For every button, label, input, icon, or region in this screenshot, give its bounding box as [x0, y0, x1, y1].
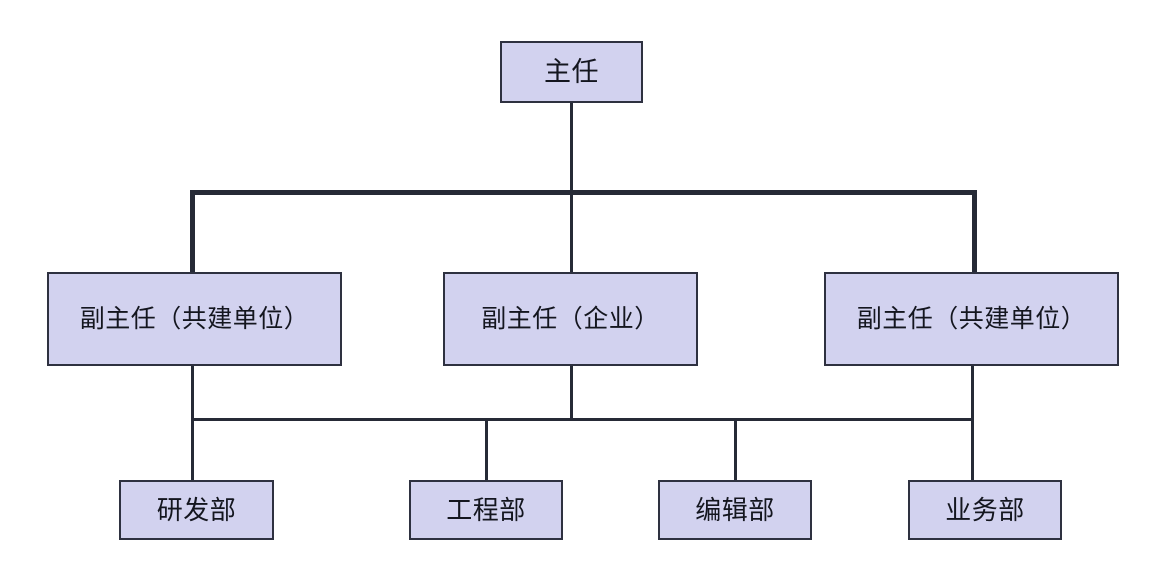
connector-level3-bus — [191, 418, 974, 421]
node-engineering-dept-label: 工程部 — [446, 495, 526, 525]
connector-deputy-right-stem — [971, 366, 974, 481]
node-director[interactable]: 主任 — [500, 41, 643, 103]
connector-deputy-left-stem — [191, 366, 194, 481]
node-engineering-dept[interactable]: 工程部 — [409, 480, 563, 540]
node-rd-dept[interactable]: 研发部 — [119, 480, 274, 540]
node-deputy-enterprise-label: 副主任（企业） — [481, 304, 660, 333]
node-deputy-partner-right-label: 副主任（共建单位） — [856, 304, 1087, 333]
connector-director-stem — [570, 103, 573, 273]
connector-drop-engineering — [485, 418, 488, 481]
node-deputy-partner-left[interactable]: 副主任（共建单位） — [47, 272, 342, 366]
connector-deputy-middle-stem — [570, 366, 573, 421]
connector-drop-deputy-left — [190, 190, 195, 273]
node-deputy-partner-right[interactable]: 副主任（共建单位） — [824, 272, 1119, 366]
connector-level2-bus — [190, 190, 977, 195]
node-business-dept[interactable]: 业务部 — [908, 480, 1062, 540]
node-deputy-enterprise[interactable]: 副主任（企业） — [443, 272, 698, 366]
node-business-dept-label: 业务部 — [945, 495, 1025, 525]
node-director-label: 主任 — [544, 56, 599, 87]
node-editorial-dept[interactable]: 编辑部 — [658, 480, 812, 540]
connector-drop-editorial — [734, 418, 737, 481]
node-deputy-partner-left-label: 副主任（共建单位） — [79, 304, 310, 333]
node-editorial-dept-label: 编辑部 — [695, 495, 775, 525]
node-rd-dept-label: 研发部 — [156, 495, 237, 525]
connector-drop-deputy-right — [972, 190, 977, 273]
